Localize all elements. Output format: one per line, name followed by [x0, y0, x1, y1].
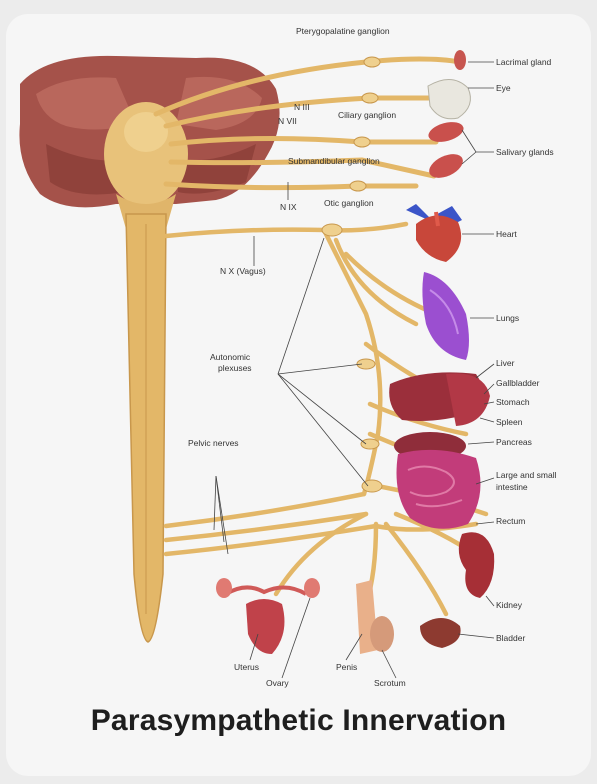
label-heart: Heart: [496, 229, 517, 239]
ganglia: [349, 56, 381, 192]
label-lungs: Lungs: [496, 313, 519, 323]
label-spleen: Spleen: [496, 417, 523, 427]
label-n9: N IX: [280, 202, 297, 212]
lungs: [422, 272, 469, 360]
label-intestine-2: intestine: [496, 482, 528, 492]
eye: [427, 79, 471, 120]
label-ovary: Ovary: [266, 678, 289, 688]
label-lacrimal: Lacrimal gland: [496, 57, 552, 67]
label-autonomic-1: Autonomic: [210, 352, 251, 362]
diagram-title: Parasympathetic Innervation: [90, 704, 507, 737]
label-pterygopalatine: Pterygopalatine ganglion: [296, 26, 390, 36]
label-rectum: Rectum: [496, 516, 525, 526]
label-ciliary: Ciliary ganglion: [338, 110, 396, 120]
diagram-illustration: Pterygopalatine ganglion Lacrimal gland …: [19, 26, 557, 688]
label-penis: Penis: [336, 662, 357, 672]
label-bladder: Bladder: [496, 633, 525, 643]
label-stomach: Stomach: [496, 397, 530, 407]
label-uterus: Uterus: [234, 662, 259, 672]
label-gallbladder: Gallbladder: [496, 378, 540, 388]
diagram-card: Pterygopalatine ganglion Lacrimal gland …: [6, 14, 591, 776]
heart: [406, 204, 462, 262]
label-eye: Eye: [496, 83, 511, 93]
leader-lines: [213, 61, 495, 679]
label-autonomic-2: plexuses: [218, 363, 252, 373]
label-kidney: Kidney: [496, 600, 523, 610]
label-otic: Otic ganglion: [324, 198, 374, 208]
label-submandibular: Submandibular ganglion: [288, 156, 380, 166]
label-vagus: N X (Vagus): [220, 266, 266, 276]
kidney: [458, 532, 495, 598]
labels: Pterygopalatine ganglion Lacrimal gland …: [188, 26, 557, 688]
label-n3: N III: [294, 102, 310, 112]
label-n7: N VII: [278, 116, 297, 126]
vagus-nerve: [163, 221, 489, 617]
label-intestine-1: Large and small: [496, 470, 557, 480]
label-salivary: Salivary glands: [496, 147, 554, 157]
label-pancreas: Pancreas: [496, 437, 532, 447]
cranial-nerves: [153, 56, 463, 191]
bladder: [420, 618, 461, 648]
lacrimal-gland: [454, 50, 466, 70]
label-pelvic: Pelvic nerves: [188, 438, 239, 448]
label-scrotum: Scrotum: [374, 678, 406, 688]
uterus-ovaries: [216, 578, 320, 654]
digestive-organs: [389, 372, 490, 529]
penis-scrotum: [356, 580, 394, 654]
label-liver: Liver: [496, 358, 515, 368]
salivary-glands: [428, 122, 464, 178]
